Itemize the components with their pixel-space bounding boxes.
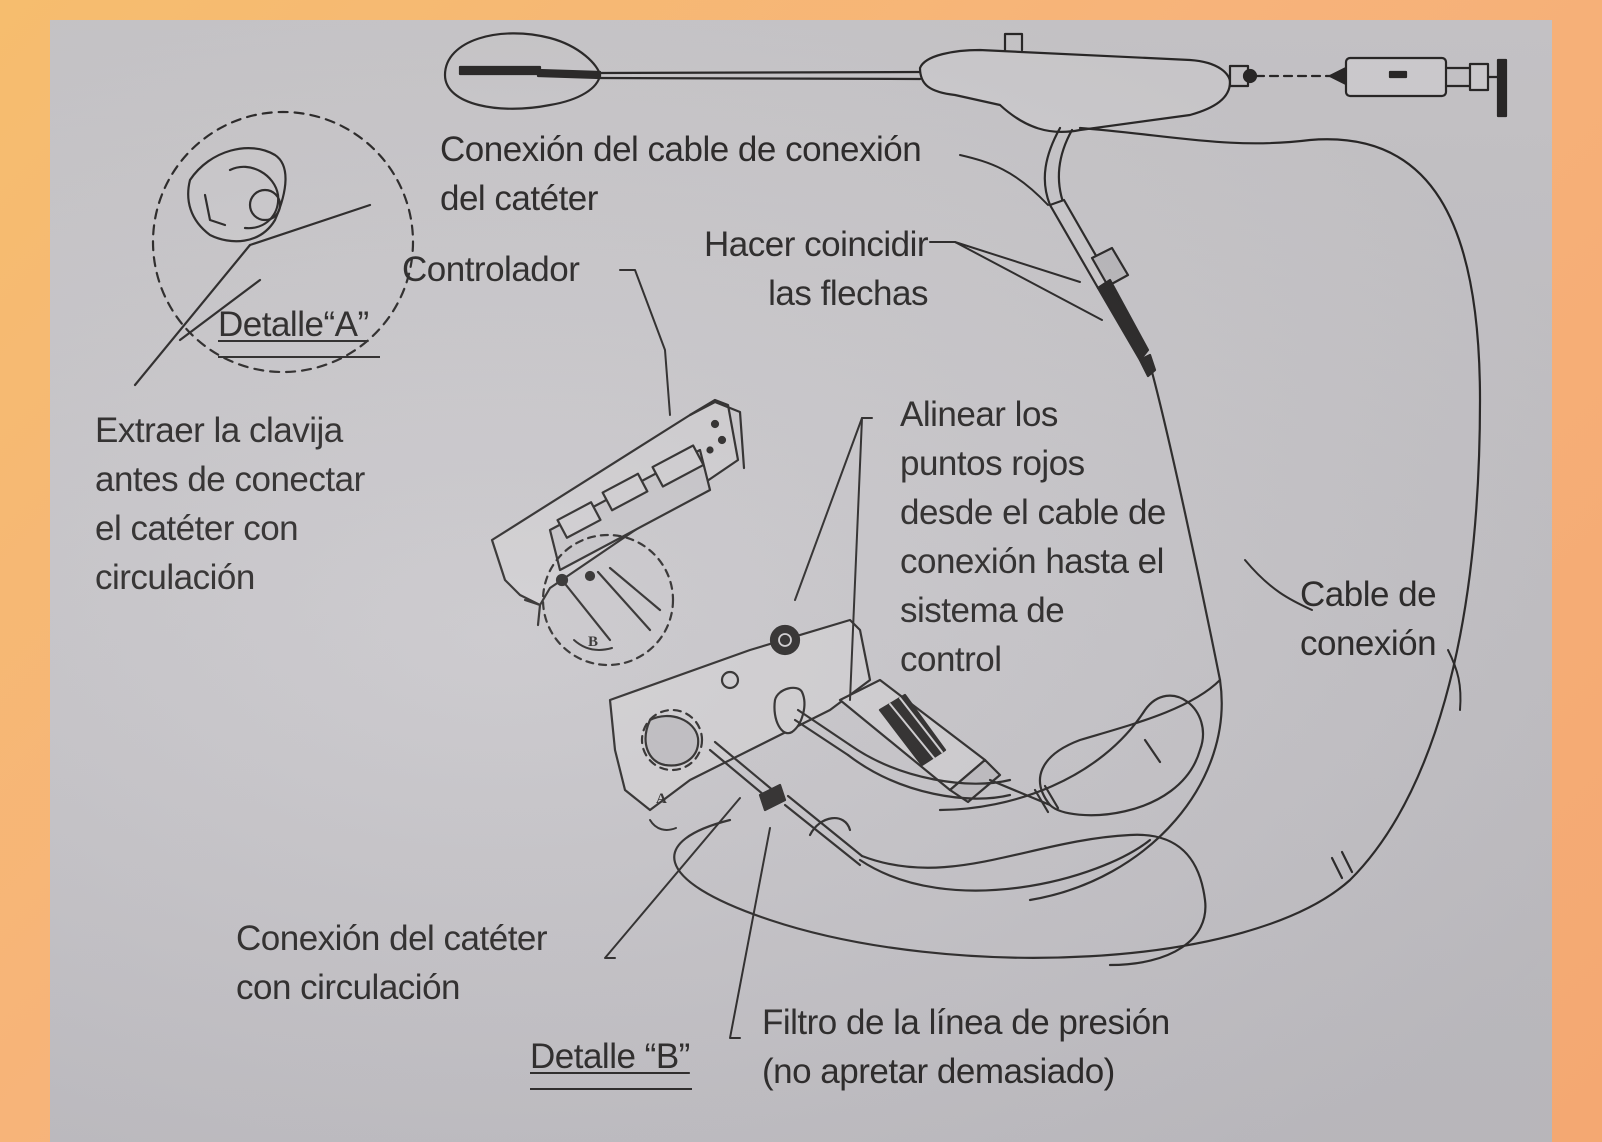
syringe [1254, 56, 1508, 118]
circulation-line [708, 740, 1207, 967]
connection-cable [673, 126, 1482, 959]
detail-b-circle [541, 533, 675, 667]
pressure-line-filter [773, 686, 1012, 800]
remove-plug-label: Extraer la clavija antes de conectar el … [95, 411, 365, 597]
detail-a-marker: A [656, 791, 667, 807]
catheter-cable-connection-label: Conexión del cable de conexión del catét… [440, 130, 922, 218]
handle-lead [1043, 126, 1074, 207]
leader-lines [573, 154, 1462, 1039]
detail-a-underline [218, 356, 380, 358]
match-arrows-label: Hacer coincidir las flechas [704, 225, 928, 313]
red-dot-plug [838, 678, 1052, 807]
connector-plate [608, 618, 872, 812]
inline-connector [1048, 198, 1157, 378]
detail-b-label: Detalle “B” [530, 1037, 690, 1076]
detail-a-label: Detalle“A” [218, 305, 369, 344]
detail-b-marker: B [588, 634, 599, 650]
connection-cable-label: Cable de conexión [1300, 575, 1437, 663]
align-red-dots-label: Alinear los puntos rojos desde el cable … [900, 395, 1166, 679]
catheter-handle [918, 32, 1258, 134]
controller-unit [490, 398, 746, 642]
pressure-line-filter-label: Filtro de la línea de presión (no apreta… [762, 1003, 1170, 1091]
catheter-tip-balloon [443, 32, 602, 110]
detail-b-underline [530, 1088, 692, 1090]
detail-a-view [133, 110, 415, 387]
circulation-catheter-connection-label: Conexión del catéter con circulación [236, 919, 548, 1007]
controller-label: Controlador [402, 250, 580, 289]
catheter-setup-diagram [133, 32, 1508, 1039]
diagram-photo: Conexión del cable de conexión del catét… [50, 20, 1552, 1142]
catheter-shaft [596, 70, 922, 81]
